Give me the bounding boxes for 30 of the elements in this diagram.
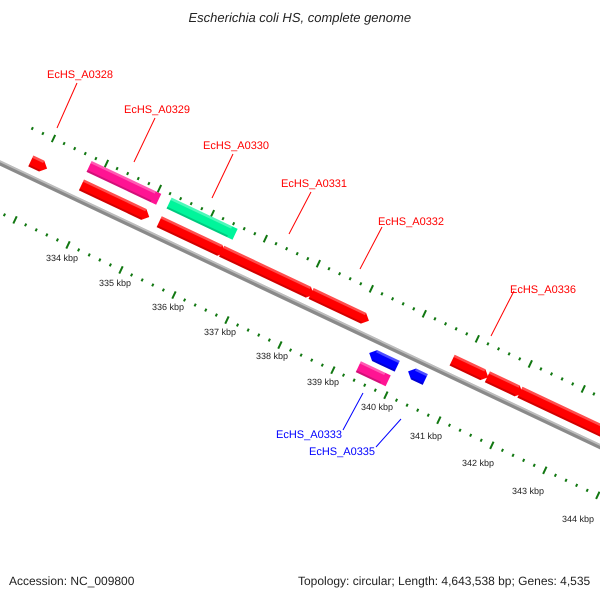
leader-line (56, 82, 78, 128)
leader-line (342, 392, 364, 430)
gene-label: EcHS_A0333 (276, 429, 342, 442)
gene-label: EcHS_A0331 (281, 178, 348, 191)
leader-line (134, 118, 156, 162)
scale-label: 337 kbp (204, 326, 236, 339)
scale-label: 344 kbp (562, 513, 594, 526)
leader-line (288, 192, 312, 234)
leader-line (490, 290, 514, 336)
gene-label: EcHS_A0332 (378, 216, 444, 229)
scale-label: 338 kbp (256, 350, 288, 363)
scale-label: 340 kbp (361, 401, 394, 414)
title: Escherichia coli HS, complete genome (188, 11, 412, 24)
leader-line (376, 418, 402, 448)
gene-label: EcHS_A0328 (47, 69, 114, 82)
footer-text: Accession: NC_009800 (9, 575, 134, 588)
footer-text: Topology: circular; Length: 4,643,538 bp; Genes: 4,535 (298, 575, 590, 588)
scale-label: 342 kbp (462, 457, 494, 470)
scale-label: 343 kbp (512, 485, 544, 498)
gene-label: EcHS_A0329 (124, 104, 190, 117)
scale-label: 334 kbp (46, 252, 78, 265)
gene-label: EcHS_A0336 (510, 284, 576, 297)
scale-label: 335 kbp (99, 277, 132, 290)
leader-line (212, 154, 234, 198)
gene-label: EcHS_A0330 (203, 140, 270, 153)
scale-label: 336 kbp (152, 301, 184, 314)
leader-line (360, 226, 382, 270)
scale-label: 341 kbp (410, 430, 442, 443)
scale-label: 339 kbp (307, 376, 340, 389)
gene-label: EcHS_A0335 (309, 446, 376, 459)
